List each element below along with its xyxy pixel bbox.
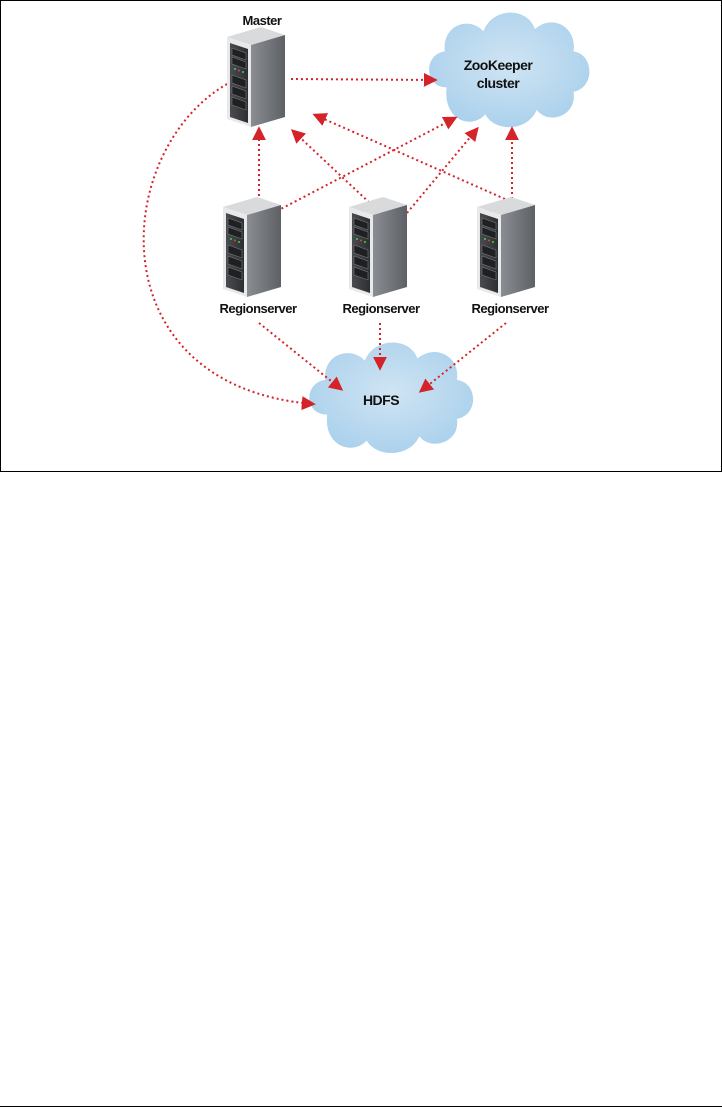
zookeeper-label-line1: ZooKeeper xyxy=(464,57,534,73)
arrow-rs2-to-zookeeper xyxy=(406,126,479,214)
arrow-rs3-to-master xyxy=(312,113,506,200)
connector-arrows xyxy=(142,72,519,411)
regionserver-2-server-icon xyxy=(348,196,408,298)
regionserver-2-label: Regionserver xyxy=(342,301,420,316)
master-label: Master xyxy=(243,13,282,28)
architecture-figure: Master ZooKeeper cluster Regionserver Re… xyxy=(0,0,722,472)
arrow-rs2-to-master xyxy=(290,129,374,207)
zookeeper-label-line2: cluster xyxy=(477,75,520,91)
page-footer-rule xyxy=(0,1106,722,1107)
regionserver-1-server-icon xyxy=(222,196,282,298)
arrow-master-to-zookeeper xyxy=(290,72,438,87)
arrow-rs1-to-zookeeper xyxy=(276,116,458,212)
regionserver-3-server-icon xyxy=(476,196,536,298)
hdfs-label: HDFS xyxy=(363,392,399,408)
arrow-rs3-to-hdfs xyxy=(418,322,507,393)
diagram-canvas: Master ZooKeeper cluster Regionserver Re… xyxy=(142,12,590,453)
master-server-icon xyxy=(226,26,286,128)
regionserver-3-label: Regionserver xyxy=(471,301,549,316)
regionserver-1-label: Regionserver xyxy=(219,301,297,316)
arrow-master-to-hdfs xyxy=(142,83,316,411)
